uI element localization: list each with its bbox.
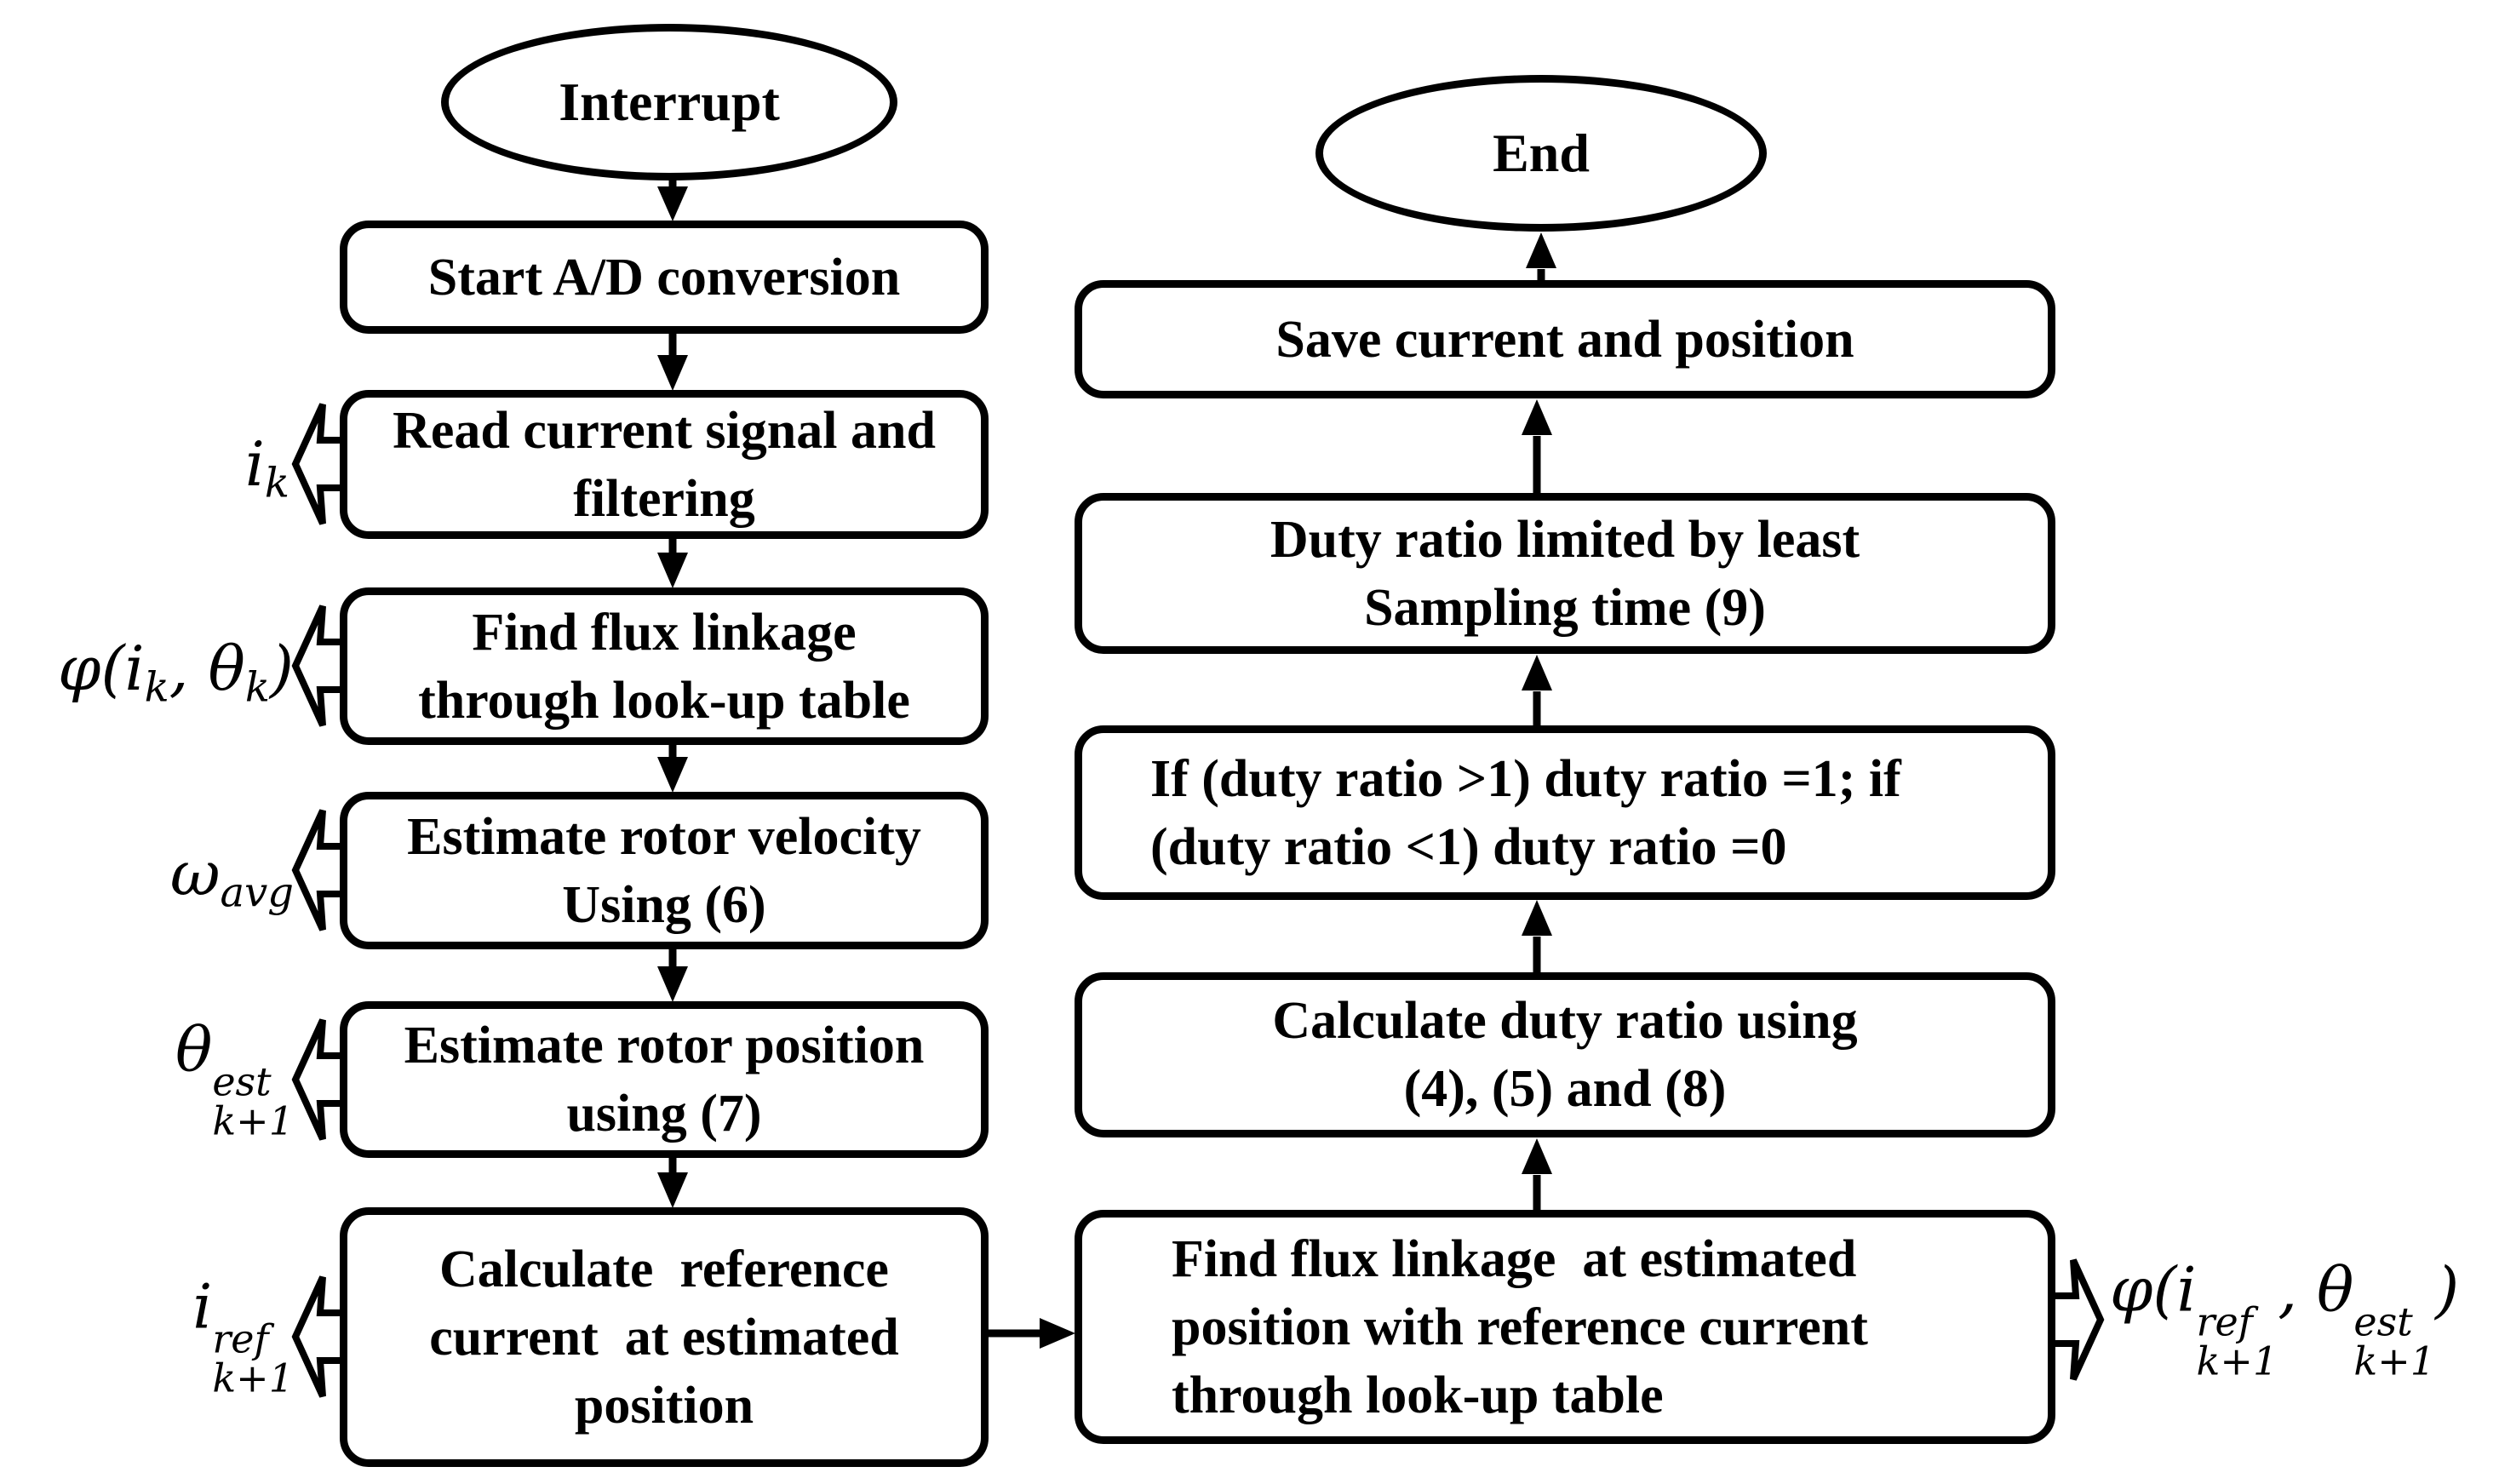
math-sub: k+1: [2196, 1338, 2278, 1384]
node-text-line: through look-up table: [418, 671, 910, 730]
math-sub: k+1: [2353, 1338, 2436, 1384]
flow-arrow-down-icon: [657, 1157, 688, 1208]
math-func: φ(: [58, 633, 125, 704]
signal-out-left-icon: [291, 403, 342, 525]
math-base: θ: [208, 633, 245, 704]
math-base: θ: [2317, 1253, 2354, 1326]
math-close: ): [2435, 1253, 2460, 1326]
node-text-line: using (7): [566, 1085, 762, 1143]
node-text-line: Find flux linkage at estimated: [1172, 1229, 1857, 1288]
terminal-end: End: [1315, 75, 1767, 232]
math-func: φ(: [2110, 1253, 2177, 1326]
node-text-line: Find flux linkage: [472, 603, 857, 662]
flow-arrow-up-icon: [1522, 399, 1552, 494]
node-text-line: (duty ratio <1) duty ratio =0: [1150, 817, 1787, 876]
node-estimate-rotor-velocity: Estimate rotor velocity Using (6): [340, 792, 989, 949]
terminal-label: End: [1493, 123, 1590, 183]
node-text-line: position with reference current: [1172, 1298, 1868, 1356]
math-base: θ: [175, 1013, 213, 1086]
flow-arrow-up-icon: [1526, 232, 1556, 281]
label-current-ik: ik: [245, 433, 289, 503]
node-find-flux-at-estimated: Find flux linkage at estimated position …: [1075, 1210, 2055, 1444]
math-sup: est: [212, 1058, 272, 1105]
node-find-flux-linkage: Find flux linkage through look-up table: [340, 587, 989, 745]
terminal-interrupt: Interrupt: [441, 24, 897, 180]
math-sub: avg: [220, 868, 294, 917]
flow-arrow-up-icon: [1522, 655, 1552, 725]
signal-out-left-icon: [291, 604, 342, 727]
node-text-line: filtering: [573, 469, 755, 528]
math-base: i: [192, 1270, 213, 1343]
flow-arrow-down-icon: [657, 744, 688, 793]
node-text-line: Read current signal and: [393, 401, 936, 460]
node-calculate-duty-ratio: Calculate duty ratio using (4), (5) and …: [1075, 972, 2055, 1137]
terminal-label: Interrupt: [559, 72, 780, 132]
signal-out-right-icon: [2054, 1258, 2105, 1381]
label-omega-avg: ωavg: [170, 843, 294, 913]
node-start-ad-conversion: Start A/D conversion: [340, 221, 989, 334]
flow-arrow-up-icon: [1522, 900, 1552, 973]
label-flux-ik-thetak: φ(ik, θk): [58, 638, 294, 708]
node-text-line: Duty ratio limited by least: [1270, 510, 1860, 569]
math-sub: k: [264, 459, 289, 507]
math-base: i: [2176, 1253, 2197, 1326]
flow-arrow-right-icon: [986, 1318, 1075, 1349]
math-base: i: [244, 428, 265, 500]
node-text-line: Calculate duty ratio using: [1272, 992, 1858, 1050]
node-text-line: Estimate rotor position: [404, 1017, 925, 1074]
flow-arrow-down-icon: [657, 332, 688, 391]
math-base: i: [124, 633, 145, 704]
node-estimate-rotor-position: Estimate rotor position using (7): [340, 1001, 989, 1158]
math-sup: ref: [212, 1315, 269, 1362]
node-text-line: position: [574, 1376, 754, 1435]
node-calc-reference-current: Calculate reference current at estimated…: [340, 1207, 989, 1467]
flow-arrow-down-icon: [657, 948, 688, 1002]
math-sub: k+1: [212, 1097, 294, 1144]
flow-arrow-up-icon: [1522, 1138, 1552, 1211]
node-text-line: Save current and position: [1275, 310, 1854, 369]
node-text-line: Start A/D conversion: [427, 248, 901, 307]
math-separator: ,: [169, 633, 209, 704]
node-text-line: current at estimated: [429, 1308, 899, 1367]
flow-arrow-down-icon: [657, 537, 688, 588]
signal-out-left-icon: [291, 1275, 342, 1398]
math-base: ω: [169, 838, 221, 909]
node-text-line: (4), (5) and (8): [1403, 1060, 1727, 1118]
node-read-current-signal: Read current signal and filtering: [340, 390, 989, 539]
node-text-line: Sampling time (9): [1364, 578, 1766, 637]
node-clamp-duty-ratio: If (duty ratio >1) duty ratio =1; if (du…: [1075, 725, 2055, 900]
math-close: ): [269, 633, 294, 704]
node-duty-ratio-limited: Duty ratio limited by least Sampling tim…: [1075, 493, 2055, 654]
node-text-line: If (duty ratio >1) duty ratio =1; if: [1150, 749, 1901, 808]
math-separator: ,: [2278, 1253, 2318, 1326]
signal-out-left-icon: [291, 1018, 342, 1141]
node-text-line: Using (6): [562, 875, 766, 934]
math-sub: k: [244, 663, 270, 712]
math-sup: est: [2353, 1298, 2413, 1345]
node-text-line: Estimate rotor velocity: [407, 807, 921, 866]
math-sub: k: [144, 663, 169, 712]
math-sup: ref: [2196, 1298, 2253, 1345]
node-save-current-position: Save current and position: [1075, 280, 2055, 398]
math-sub: k+1: [212, 1355, 294, 1401]
node-text-line: Calculate reference: [439, 1240, 889, 1298]
signal-out-left-icon: [291, 809, 342, 931]
flow-arrow-down-icon: [657, 177, 688, 221]
node-text-line: through look-up table: [1172, 1366, 1664, 1424]
